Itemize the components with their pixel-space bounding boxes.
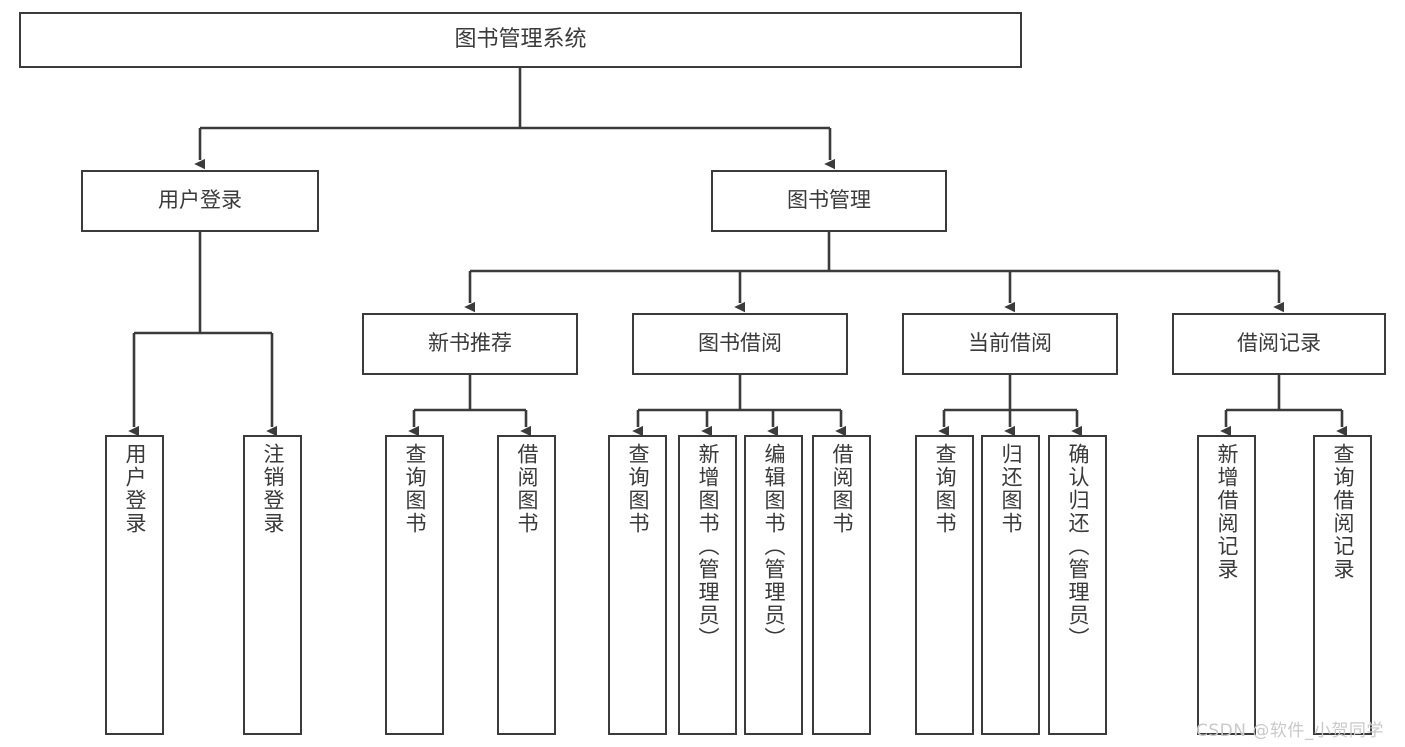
leaf-return-book-label: 归还图书: [999, 443, 1023, 535]
leaf-borrow-book-2-label: 借阅图书: [830, 443, 854, 535]
leaf-query-book-1-label: 查询图书: [403, 443, 427, 535]
leaf-borrow-book-1-label: 借阅图书: [515, 443, 539, 535]
leaf-add-record-label: 新增借阅记录: [1215, 443, 1239, 581]
leaf-confirm-return-label: 确认归还（管理员）: [1066, 443, 1090, 650]
leaf-query-record-label: 查询借阅记录: [1331, 443, 1355, 581]
leaf-query-book-2[interactable]: 查询图书: [608, 435, 667, 735]
leaf-query-book-3[interactable]: 查询图书: [915, 435, 974, 735]
leaf-confirm-return[interactable]: 确认归还（管理员）: [1048, 435, 1107, 735]
node-borrow-record-label: 借阅记录: [1237, 331, 1321, 356]
node-new-book-rec[interactable]: 新书推荐: [362, 313, 578, 375]
leaf-add-book-label: 新增图书（管理员）: [696, 443, 720, 650]
leaf-borrow-book-2[interactable]: 借阅图书: [812, 435, 871, 735]
node-book-borrow-label: 图书借阅: [698, 331, 782, 356]
leaf-query-book-2-label: 查询图书: [626, 443, 650, 535]
leaf-edit-book-label: 编辑图书（管理员）: [762, 443, 786, 650]
leaf-return-book[interactable]: 归还图书: [981, 435, 1040, 735]
leaf-add-record[interactable]: 新增借阅记录: [1197, 435, 1256, 735]
leaf-logout[interactable]: 注销登录: [243, 435, 302, 735]
leaf-add-book[interactable]: 新增图书（管理员）: [678, 435, 737, 735]
leaf-user-login-label: 用户登录: [123, 443, 147, 535]
node-root[interactable]: 图书管理系统: [19, 12, 1022, 68]
leaf-query-record[interactable]: 查询借阅记录: [1313, 435, 1372, 735]
node-new-book-rec-label: 新书推荐: [428, 331, 512, 356]
node-current-borrow[interactable]: 当前借阅: [902, 313, 1118, 375]
node-borrow-record[interactable]: 借阅记录: [1172, 313, 1386, 375]
leaf-logout-label: 注销登录: [261, 443, 285, 535]
leaf-edit-book[interactable]: 编辑图书（管理员）: [744, 435, 803, 735]
node-book-manage-label: 图书管理: [787, 188, 871, 213]
node-book-manage[interactable]: 图书管理: [711, 170, 947, 232]
node-book-borrow[interactable]: 图书借阅: [632, 313, 848, 375]
node-current-borrow-label: 当前借阅: [968, 331, 1052, 356]
node-user-login[interactable]: 用户登录: [81, 170, 319, 232]
leaf-query-book-1[interactable]: 查询图书: [385, 435, 444, 735]
leaf-query-book-3-label: 查询图书: [933, 443, 957, 535]
node-user-login-label: 用户登录: [158, 188, 242, 213]
leaf-borrow-book-1[interactable]: 借阅图书: [497, 435, 556, 735]
leaf-user-login[interactable]: 用户登录: [105, 435, 164, 735]
node-root-label: 图书管理系统: [454, 26, 587, 52]
